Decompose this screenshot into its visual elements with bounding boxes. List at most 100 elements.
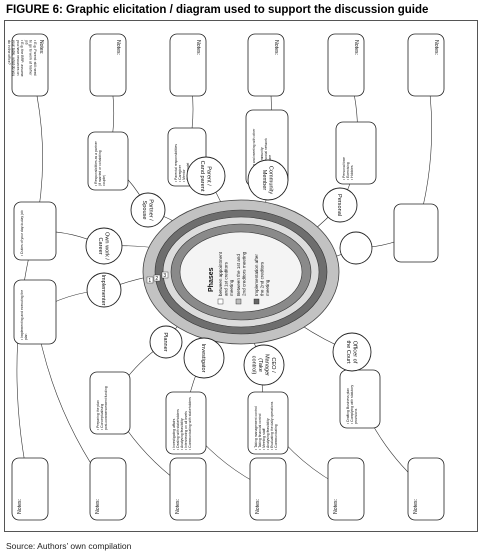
bullet-text: • Hobbies xyxy=(350,165,354,180)
phase-text: between appointment xyxy=(218,251,223,296)
notes-box-ceo xyxy=(327,457,365,521)
role-label-text: Officer of xyxy=(351,341,357,364)
role-label-own-work: Own work /Career xyxy=(97,232,110,260)
role-label-text: Investigator xyxy=(200,344,206,373)
bullet-list-ceo: • Taking management control• Taking fina… xyxy=(254,401,278,450)
role-label-text: Personal xyxy=(336,194,342,216)
notes-box-personal xyxy=(327,33,365,97)
bullet-text: • Duties of your day-to-day job xyxy=(20,210,24,256)
phase-text: Implementation after xyxy=(254,254,259,296)
notes-box-investigator xyxy=(249,457,287,521)
notes-box-unlabeled xyxy=(407,33,445,97)
bullet-text: • Complying with statutory xyxy=(350,385,354,424)
role-circle-planner xyxy=(149,325,183,359)
notes-box-planner xyxy=(169,457,207,521)
ring-number-box xyxy=(153,274,161,282)
bullet-text: • Evaluating the daily operations xyxy=(270,401,274,450)
ring-number: 1 xyxy=(148,278,151,284)
bullet-box-personal xyxy=(335,121,377,185)
notes-label-group: Notes: xyxy=(333,499,339,514)
ring-number-box xyxy=(146,276,154,284)
role-circle-investigator xyxy=(183,337,225,379)
bullet-box-partner xyxy=(87,131,129,191)
bullet-text: • Interacting and meeting with other xyxy=(252,128,256,182)
bullet-text: • Implementing and executing the xyxy=(20,290,24,340)
bullet-text: (if married or cohabiting xyxy=(98,150,102,186)
bullet-box-investigator xyxy=(165,391,207,455)
role-label-text: Planner xyxy=(162,332,168,351)
role-circle-unlabeled xyxy=(339,231,373,265)
example-note-line: do in the office? xyxy=(7,40,11,65)
notes-label: Notes: xyxy=(175,499,181,514)
role-label-implementer: Implementer xyxy=(100,274,106,305)
bullet-list-planner: • Preparing the plan• Conceptualising po… xyxy=(96,386,108,430)
role-label-partner: Partner /Spouse xyxy=(141,199,154,221)
notes-label-group: Notes: xyxy=(353,40,359,55)
role-label-text: (Take xyxy=(257,358,263,372)
notes-box-implementer xyxy=(89,457,127,521)
notes-label: Notes: xyxy=(273,40,279,55)
notes-label-group: Notes: xyxy=(115,40,121,55)
bullet-box-implementer xyxy=(13,279,57,345)
role-circle-ceo xyxy=(243,344,285,386)
bullet-box-officer xyxy=(339,369,381,429)
bullet-text: • Parental responsibilities xyxy=(174,144,178,182)
phase-text: and 1st creditors xyxy=(223,261,228,296)
notes-label-group: Notes: xyxy=(195,40,201,55)
notes-label-group: Notes: xyxy=(95,499,101,514)
notes-label-group: Notes: xyxy=(433,40,439,55)
example-note-line: you have resources on xyxy=(16,40,20,75)
ring-number-box xyxy=(161,271,169,279)
bullet-list-partner: • Responsibilities as a partner (if marr… xyxy=(94,140,106,186)
notes-label: Notes: xyxy=(353,40,359,55)
notes-box-community xyxy=(247,33,285,97)
wheel-core xyxy=(179,231,303,313)
bullet-text: • Taking financial control xyxy=(258,413,262,450)
example-notes-box xyxy=(11,33,49,97)
notes-label: Notes: xyxy=(195,40,201,55)
notes-box-officer xyxy=(407,457,445,521)
notes-label: Notes: xyxy=(17,499,23,514)
notes-label-group: Notes: xyxy=(17,499,23,514)
role-circle-community xyxy=(247,159,289,201)
bullet-text: • Interviewing on all levels xyxy=(184,411,188,450)
role-circle-officer xyxy=(332,332,372,372)
bullet-box-planner xyxy=(89,371,131,435)
source-caption: Source: Authors’ own compilation xyxy=(6,541,132,551)
bullet-text: • Preparing the plan xyxy=(96,400,100,430)
phase-text: 2nd creditors meeting xyxy=(241,251,246,296)
notes-label: Notes: xyxy=(255,499,261,514)
connector-line xyxy=(16,230,36,490)
notes-label: Notes: xyxy=(38,40,44,54)
bullet-text: • Caregiver xyxy=(178,164,182,182)
role-circle-personal xyxy=(322,187,358,223)
role-label-text: Spouse xyxy=(141,201,147,220)
bullet-text: • Meeting staff xyxy=(262,428,266,450)
bullet-text: • Analysing feasibility xyxy=(180,418,184,450)
example-note-line: job xyxy=(24,39,28,45)
notes-box-parent xyxy=(169,33,207,97)
role-label-text: Partner / xyxy=(147,199,153,221)
bullet-list-personal: • Personal time• Exercising• Hobbies xyxy=(342,157,354,180)
diagram-frame xyxy=(4,20,478,532)
bullet-text: • Responsibilities as a partner xyxy=(94,140,98,186)
phase-text: the 2nd creditors xyxy=(259,261,264,296)
bullet-list-implementer: • Implementing and executing the plan xyxy=(20,290,28,340)
role-label-text: control) xyxy=(250,356,256,375)
phase-text: Between the 1st and xyxy=(236,254,241,296)
bullet-text: • Personal time xyxy=(342,157,346,180)
bullet-list-own-work: • Duties of your day-to-day job xyxy=(20,210,24,256)
role-label-text: Own work / xyxy=(103,232,109,260)
bullet-text: • Analysing feasibility xyxy=(266,418,270,450)
notes-label: Notes: xyxy=(433,40,439,55)
bullet-text: plan xyxy=(24,333,28,340)
role-label-text: Member xyxy=(261,170,267,191)
notes-label: Notes: xyxy=(413,499,419,514)
bullet-list-investigator: • Investigating affairs• Dealing with st… xyxy=(172,397,192,450)
notes-label-group: Notes: xyxy=(255,499,261,514)
phase-text: meeting xyxy=(265,279,270,296)
figure-title: FIGURE 6: Graphic elicitation / diagram … xyxy=(6,4,429,16)
bullet-text: provisions xyxy=(354,408,358,424)
